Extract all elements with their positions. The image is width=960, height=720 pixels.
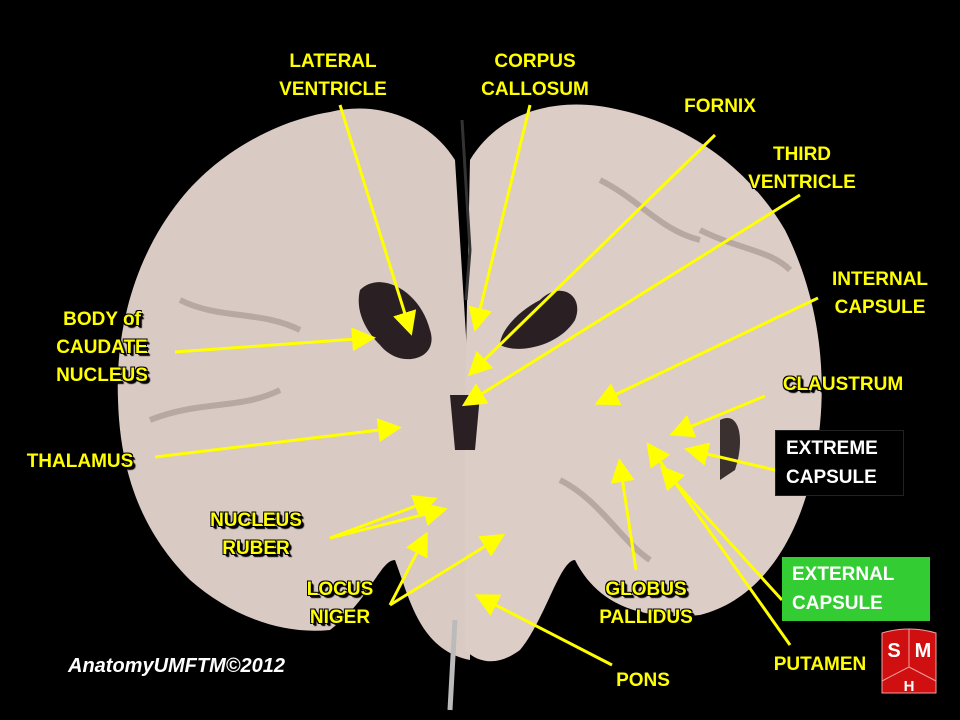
label-line: FORNIX (684, 96, 756, 117)
label-line: CALLOSUM (481, 79, 589, 100)
label-claustrum: CLAUSTRUM (783, 371, 903, 399)
label-line: VENTRICLE (279, 79, 387, 100)
brain-left-hemisphere (117, 108, 470, 661)
arrow-putamen (646, 442, 792, 646)
label-line: NUCLEUS (56, 365, 148, 386)
label-nucleus-ruber: NUCLEUS RUBER (210, 507, 302, 563)
smh-logo: S M H (881, 628, 937, 695)
arrow-nucleus-ruber-2 (329, 502, 448, 540)
label-third-ventricle: THIRD VENTRICLE (748, 141, 856, 197)
arrow-locus-niger-2 (389, 533, 506, 607)
arrow-corpus-callosum (468, 104, 532, 332)
label-line: THIRD (772, 144, 832, 165)
label-line: NUCLEUS (210, 510, 302, 531)
arrow-globus-pallidus (610, 458, 638, 571)
arrow-external-capsule (659, 465, 784, 602)
arrow-third-ventricle (461, 193, 801, 407)
label-pons: PONS (616, 667, 670, 695)
label-line: CORPUS (494, 51, 576, 72)
label-lateral-ventricle: LATERAL VENTRICLE (279, 48, 387, 104)
logo-letter-h: H (904, 678, 915, 695)
label-line: BODY of (63, 309, 141, 330)
arrow-nucleus-ruber-1 (329, 495, 438, 540)
label-body-of-caudate-nucleus: BODY of CAUDATE NUCLEUS (56, 306, 148, 390)
label-locus-niger: LOCUS NIGER (307, 576, 374, 632)
label-line: EXTREME (786, 438, 878, 459)
logo-letter-s: S (887, 640, 900, 662)
copyright-credit: AnatomyUMFTM©2012 (68, 655, 285, 677)
arrow-lateral-ventricle (338, 104, 417, 336)
label-line: GLOBUS (605, 579, 687, 600)
arrow-extreme-capsule (684, 442, 776, 472)
label-line: LOCUS (306, 579, 374, 600)
label-line: EXTERNAL (792, 564, 895, 585)
arrow-internal-capsule (594, 296, 819, 406)
label-line: CLAUSTRUM (782, 374, 904, 395)
label-line: CAUDATE (56, 337, 148, 358)
label-globus-pallidus: GLOBUS PALLIDUS (599, 576, 693, 632)
label-line: PALLIDUS (599, 607, 693, 628)
label-line: CAPSULE (786, 467, 877, 488)
label-line: CAPSULE (834, 297, 926, 318)
label-line: PUTAMEN (773, 654, 867, 675)
label-line: VENTRICLE (748, 172, 856, 193)
label-line: LATERAL (289, 51, 377, 72)
arrow-claustrum (669, 394, 766, 438)
logo-letter-m: M (915, 640, 932, 662)
label-line: THALAMUS (26, 451, 134, 472)
label-fornix: FORNIX (684, 93, 756, 121)
label-line: RUBER (222, 538, 290, 559)
probe-stick (447, 619, 458, 711)
label-line: NIGER (309, 607, 371, 628)
arrow-locus-niger-1 (388, 531, 428, 606)
label-line: CAPSULE (792, 593, 883, 614)
arrow-fornix (467, 133, 717, 377)
label-thalamus: THALAMUS (27, 448, 134, 476)
label-line: INTERNAL (831, 269, 929, 290)
label-extreme-capsule: EXTREME CAPSULE (775, 430, 904, 496)
pointer-arrows (154, 104, 819, 667)
label-internal-capsule: INTERNAL CAPSULE (832, 266, 928, 322)
label-putamen: PUTAMEN (774, 651, 867, 679)
label-line: PONS (616, 670, 670, 691)
arrow-thalamus (154, 418, 402, 459)
label-corpus-callosum: CORPUS CALLOSUM (481, 48, 589, 104)
arrow-pons (474, 594, 613, 667)
label-external-capsule: EXTERNAL CAPSULE (782, 557, 930, 621)
arrow-caudate (174, 327, 376, 354)
